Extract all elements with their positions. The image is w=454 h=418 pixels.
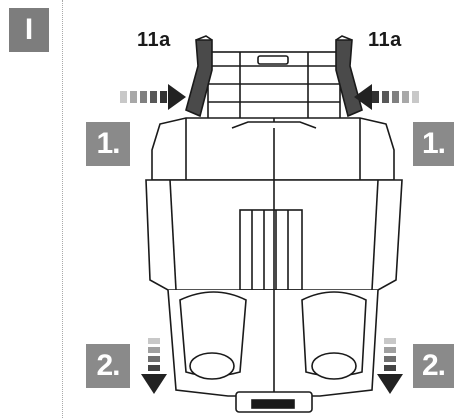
release-latch-left: [185, 35, 213, 118]
step1-badge-right: 1.: [413, 122, 454, 166]
push-arrow-right: [354, 84, 419, 110]
battery-main-body: [145, 179, 403, 291]
pull-arrow-right: [377, 338, 403, 394]
step2-badge-right: 2.: [413, 344, 454, 388]
battery-rail: [207, 51, 341, 125]
divider: [62, 0, 63, 418]
push-arrow-left: [120, 84, 186, 110]
battery-lower-housing: [167, 289, 379, 413]
battery-upper-housing: [151, 117, 395, 181]
step1-badge-left: 1.: [86, 122, 130, 166]
section-badge: I: [9, 8, 49, 52]
step2-badge-left: 2.: [86, 344, 130, 388]
callout-11a-left: 11a: [137, 29, 171, 51]
callout-11a-right: 11a: [368, 29, 402, 51]
pull-arrow-left: [141, 338, 167, 394]
